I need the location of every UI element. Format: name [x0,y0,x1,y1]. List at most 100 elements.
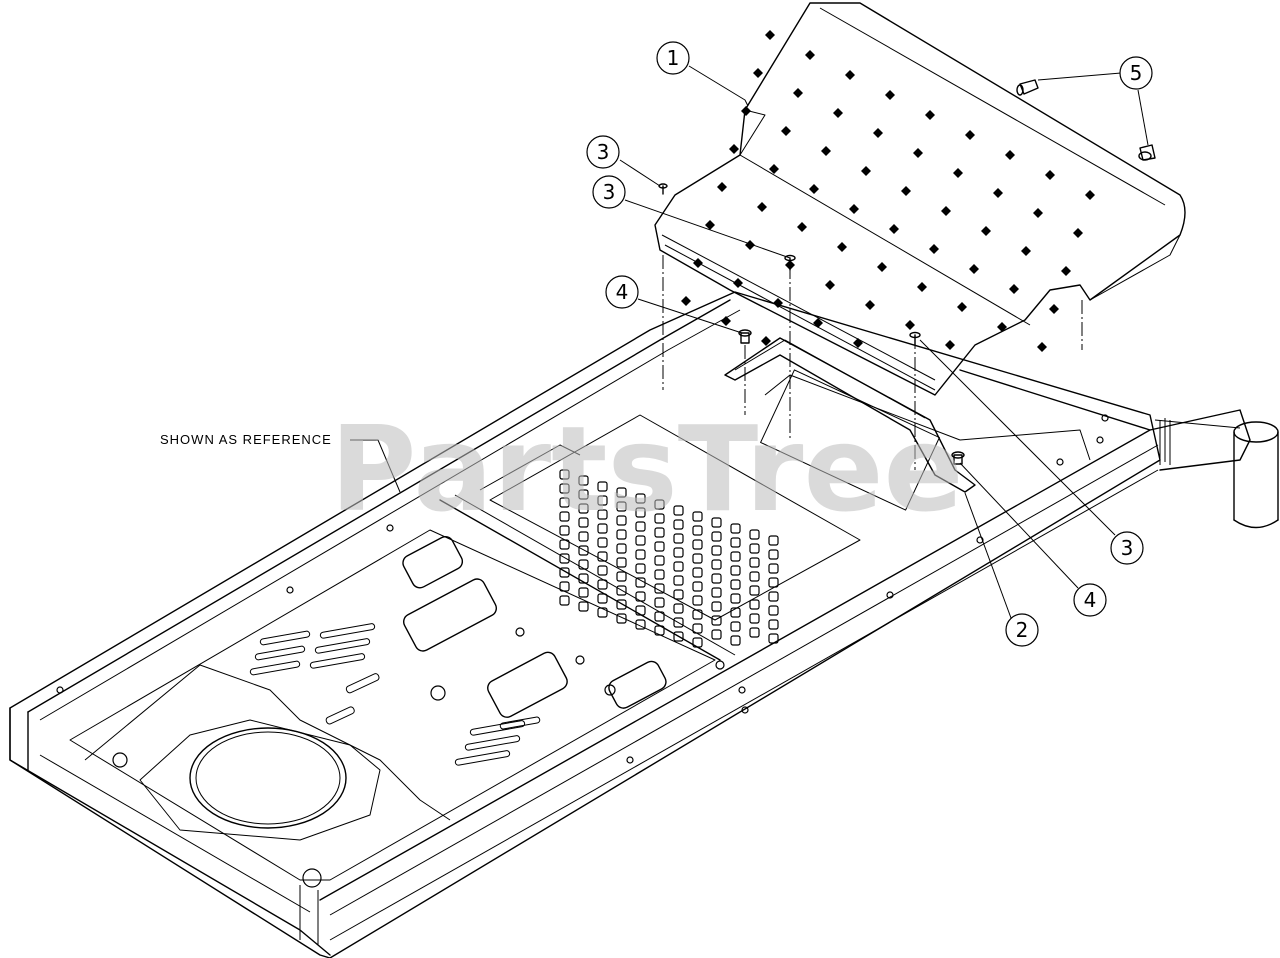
seat-perforation [941,206,951,216]
seat-perforation [997,322,1007,332]
reference-label: SHOWN AS REFERENCE [160,432,332,447]
floor-perforation [654,513,665,524]
floor-perforation [635,521,646,532]
callout-2[interactable]: 2 [1005,613,1039,647]
floor-perforation [730,551,741,562]
seat-perforation [993,188,1003,198]
seat-perforation [901,186,911,196]
frame-left-rail [27,299,731,713]
floor-perforation [711,629,722,640]
floor-perforation [559,511,570,522]
frame-outline [9,291,1161,958]
floor-perforation [597,565,608,576]
floor-perforation [654,611,665,622]
alignment-lines [662,255,1083,470]
floor-perforation [749,571,760,582]
floor-perforation [711,517,722,528]
floor-perforation [768,549,779,560]
floor-perforation [730,635,741,646]
floor-perforation [673,547,684,558]
svg-text:5: 5 [1130,61,1143,85]
seat-perforation [849,204,859,214]
svg-text:3: 3 [1121,536,1134,560]
floor-perforation [635,605,646,616]
seat-perforation [1033,208,1043,218]
callout-4-right[interactable]: 4 [1073,583,1107,617]
floor-perforation [635,535,646,546]
seat-pan-outline [654,2,1186,396]
seat-perforation [693,258,703,268]
callout-3-top[interactable]: 3 [586,135,620,169]
floor-perforation [730,565,741,576]
floor-perforation [654,527,665,538]
vent-slots [249,623,541,766]
floor-perforation [768,591,779,602]
seat-perforation [1021,246,1031,256]
floor-perforation [578,517,589,528]
floor-perforation [578,601,589,612]
floor-perforation [730,523,741,534]
floor-perforation [635,507,646,518]
floor-perforation [673,631,684,642]
callout-4-left[interactable]: 4 [605,275,639,309]
floor-perforation [673,575,684,586]
seat-perforation [833,108,843,118]
seat-perforation [765,30,775,40]
floor-perforation [559,469,570,480]
svg-text:3: 3 [603,180,616,204]
floor-perforation [692,595,703,606]
floor-perforation [559,595,570,606]
floor-perforation [616,515,627,526]
floor-perforation [616,557,627,568]
floor-perforation [749,529,760,540]
floor-perforation [749,543,760,554]
floor-perforation [768,619,779,630]
seat-perforation [729,144,739,154]
callout-5[interactable]: 5 [1119,56,1153,90]
callout-3-right[interactable]: 3 [1110,531,1144,565]
seat-perforations [681,30,1095,352]
floor-perforation [559,553,570,564]
axle-tube [1159,418,1279,529]
floor-perforation [597,551,608,562]
bolt-4a [738,329,752,344]
floor-perforation [654,555,665,566]
seat-perforation [793,88,803,98]
floor-perforation [749,585,760,596]
floor-perforation [616,599,627,610]
floor-perforation [635,619,646,630]
floor-perforation [768,577,779,588]
floor-perforation [749,599,760,610]
floor-perforation [692,511,703,522]
floor-perforation [597,509,608,520]
callout-3-middle[interactable]: 3 [592,175,626,209]
floor-perforation [654,625,665,636]
seat-perforation [861,166,871,176]
seat-perforation [1009,284,1019,294]
floor-perforation [749,557,760,568]
floor-perforation [673,533,684,544]
floor-perforation [559,483,570,494]
seat-perforation [1085,190,1095,200]
seat-perforation [705,220,715,230]
floor-perforation [673,589,684,600]
floor-perforation [673,519,684,530]
floor-pan [69,529,716,881]
screw-3a [658,183,668,195]
seat-perforation [1073,228,1083,238]
floor-perforation [597,579,608,590]
seat-perforation [721,316,731,326]
seat-perforation [877,262,887,272]
floor-perforation [597,607,608,618]
floor-perforation [692,637,703,648]
floor-perforation [635,493,646,504]
floor-perforation [616,543,627,554]
seat-perforation [929,244,939,254]
floor-perforation [597,593,608,604]
floor-perforation [635,563,646,574]
floor-perforation [768,563,779,574]
callout-1[interactable]: 1 [656,41,690,75]
floor-perforation [730,593,741,604]
floor-perforation [578,545,589,556]
seat-perforation [741,106,751,116]
